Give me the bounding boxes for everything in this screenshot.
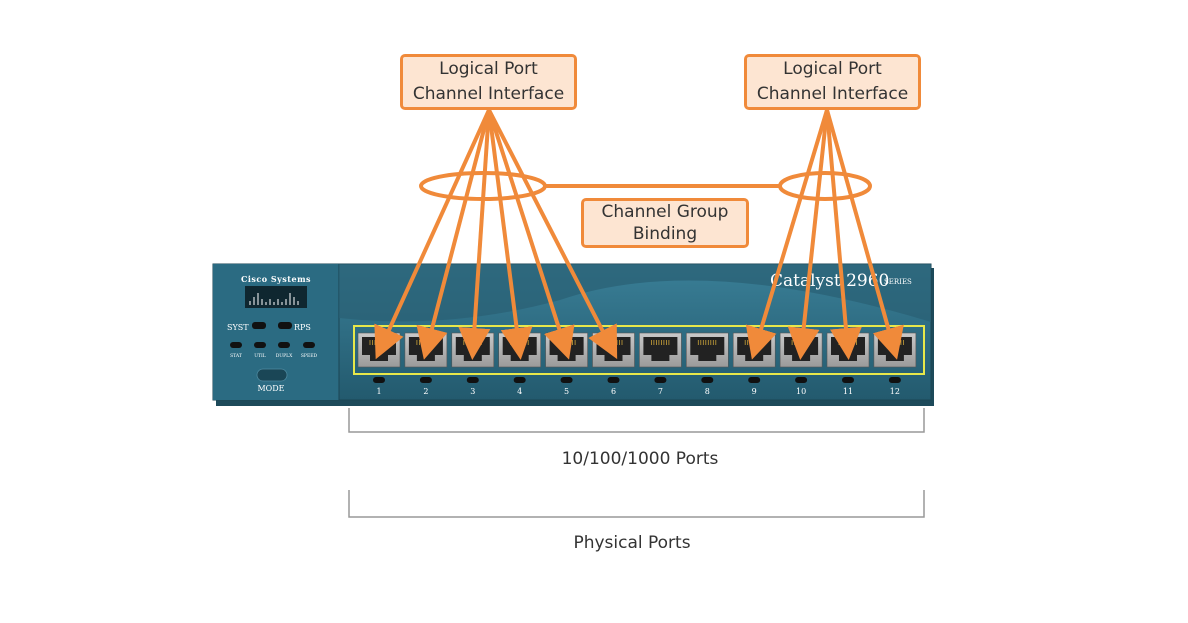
right-arrow-port-12 xyxy=(825,109,904,360)
port-led-7 xyxy=(654,377,667,383)
channel-group-line1: Channel Group xyxy=(601,202,729,222)
port-number-1: 1 xyxy=(376,387,381,396)
stat-label: STAT xyxy=(230,353,242,359)
model-name: Catalyst 2960 xyxy=(770,271,889,291)
left-arrow-port-1 xyxy=(374,109,491,360)
logical-port-channel-callout-left: Logical Port Channel Interface xyxy=(400,54,577,110)
logical-port-channel-callout-right: Logical Port Channel Interface xyxy=(744,54,921,110)
ethernet-port-8: 8 xyxy=(685,332,729,396)
right-arrow-port-9 xyxy=(745,109,829,360)
callout-left-line1: Logical Port xyxy=(439,59,538,79)
port-number-12: 12 xyxy=(890,387,900,396)
switch-swoosh xyxy=(339,264,931,322)
duplx-label: DUPLX xyxy=(276,353,293,359)
port-number-7: 7 xyxy=(658,387,663,396)
bracket-physical-ports xyxy=(348,490,925,518)
port-led-8 xyxy=(701,377,714,383)
syst-label: SYST xyxy=(227,323,249,332)
catalyst-switch: Cisco Systems SYST RPS xyxy=(212,263,934,406)
cisco-bridge-logo-icon xyxy=(249,293,299,305)
left-arrow-port-6 xyxy=(487,109,618,360)
port-led-4 xyxy=(513,377,526,383)
mode-label: MODE xyxy=(257,384,284,393)
port-number-3: 3 xyxy=(470,387,475,396)
cisco-logo xyxy=(245,286,307,308)
port-led-1 xyxy=(373,377,385,383)
port-led-9 xyxy=(748,377,761,383)
physical-ports-label: Physical Ports xyxy=(573,533,691,553)
right-bundle-ring xyxy=(778,171,872,201)
port-number-8: 8 xyxy=(705,387,710,396)
mode-button xyxy=(256,368,288,382)
left-arrow-port-5 xyxy=(487,109,575,360)
port-led-2 xyxy=(419,377,432,383)
right-arrow-port-10 xyxy=(787,109,829,360)
port-arrows xyxy=(374,109,904,360)
model-series: SERIES xyxy=(884,278,912,286)
rps-led xyxy=(278,322,292,329)
util-label: UTIL xyxy=(254,353,266,359)
port-number-9: 9 xyxy=(752,387,757,396)
port-number-2: 2 xyxy=(423,387,428,396)
port-led-3 xyxy=(466,377,479,383)
duplx-led xyxy=(278,342,290,348)
callout-left-line2: Channel Interface xyxy=(412,84,565,104)
port-number-10: 10 xyxy=(796,387,806,396)
channel-group-line2: Binding xyxy=(632,224,698,244)
callout-right-line1: Logical Port xyxy=(783,59,882,79)
left-arrow-port-2 xyxy=(416,109,491,360)
util-led xyxy=(254,342,266,348)
brand-text: Cisco Systems xyxy=(241,274,311,284)
port-led-11 xyxy=(842,377,854,383)
right-arrow-port-11 xyxy=(825,109,862,360)
port-number-6: 6 xyxy=(611,387,616,396)
stat-led xyxy=(230,342,242,348)
bracket-1000-ports xyxy=(348,408,925,433)
port-number-11: 11 xyxy=(843,387,853,396)
port-led-5 xyxy=(560,377,573,383)
port-number-5: 5 xyxy=(564,387,569,396)
syst-led xyxy=(252,322,266,329)
left-arrow-port-4 xyxy=(487,109,533,360)
channel-group-binding-callout: Channel Group Binding xyxy=(581,198,749,248)
ethernet-port-7: 7 xyxy=(639,332,682,396)
port-led-10 xyxy=(795,377,808,383)
speed-led xyxy=(303,342,315,348)
callout-right-line2: Channel Interface xyxy=(756,84,909,104)
rps-label: RPS xyxy=(294,323,311,332)
port-block-outline xyxy=(353,325,925,375)
speed-label: SPEED xyxy=(301,353,318,359)
port-number-4: 4 xyxy=(517,387,522,396)
left-arrow-port-3 xyxy=(458,109,491,360)
port-led-6 xyxy=(607,377,620,383)
port-led-12 xyxy=(888,377,901,383)
ports-1000-label: 10/100/1000 Ports xyxy=(561,449,719,469)
